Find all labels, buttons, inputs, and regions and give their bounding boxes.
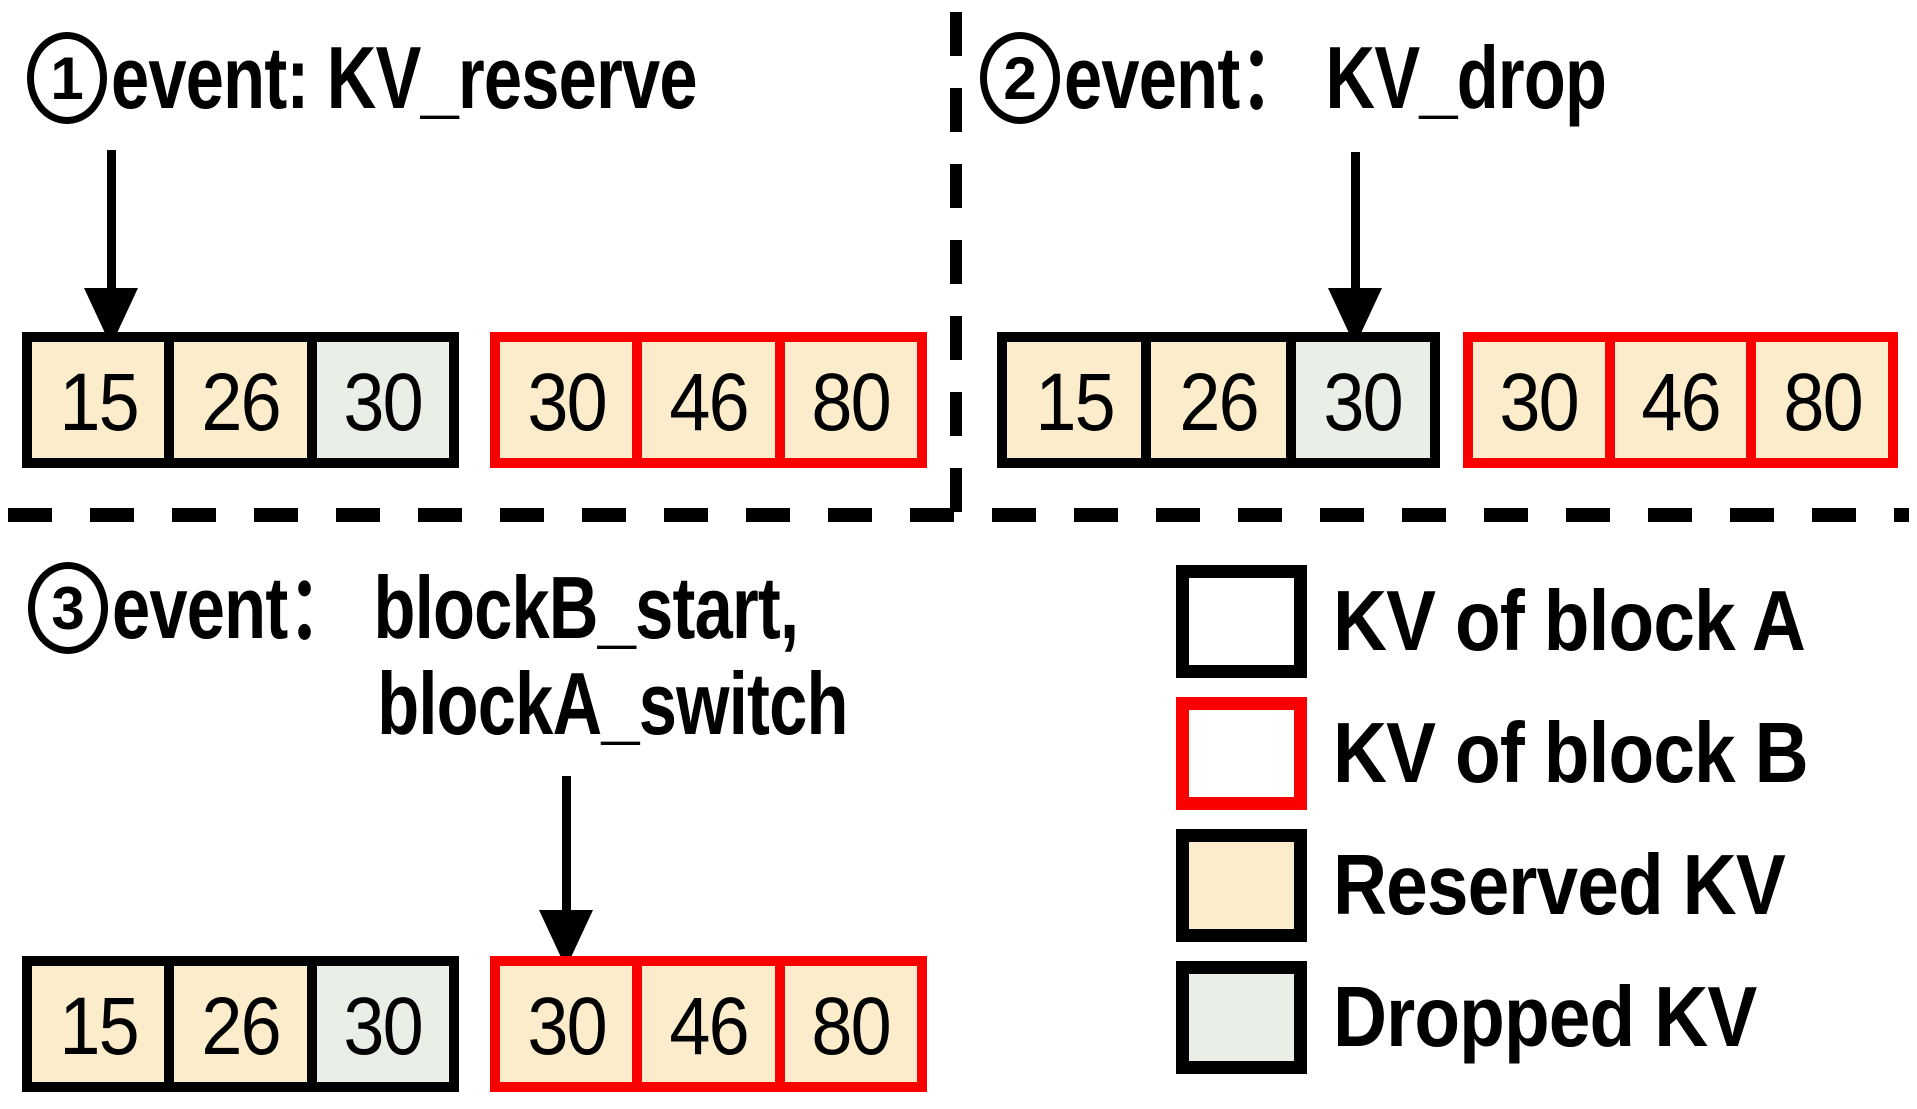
black-outline-swatch xyxy=(1176,565,1307,678)
panel1-title: 1 event: KV_reserve xyxy=(27,30,862,126)
kv-cell: 46 xyxy=(642,966,775,1082)
kv-cell: 30 xyxy=(1473,342,1605,458)
panel2-block-b: 30 46 80 xyxy=(1463,332,1898,468)
panel3-block-a: 15 26 30 xyxy=(22,956,459,1092)
kv-cell: 15 xyxy=(32,342,165,458)
kv-cell-value: 26 xyxy=(201,981,281,1072)
panel2-title-text: event： KV_drop xyxy=(1064,28,1607,127)
kv-cell-value: 30 xyxy=(343,357,424,448)
kv-cell-value: 15 xyxy=(58,981,139,1072)
kv-cell-value: 26 xyxy=(1179,357,1259,448)
panel3-block-b: 30 46 80 xyxy=(490,956,927,1092)
horizontal-dashed-divider xyxy=(8,508,1909,522)
panel1-block-b: 30 46 80 xyxy=(490,332,927,468)
kv-cell: 26 xyxy=(174,342,307,458)
arrow-panel2-kv-drop xyxy=(1328,152,1382,346)
legend-label: KV of block A xyxy=(1333,573,1806,669)
arrow-panel3-blockb-start xyxy=(539,776,593,968)
dropped-kv-swatch xyxy=(1176,961,1307,1074)
panel1-block-a: 15 26 30 xyxy=(22,332,459,468)
kv-cell-value: 46 xyxy=(669,357,749,448)
kv-cell: 46 xyxy=(642,342,775,458)
legend-item-kv-block-b: KV of block B xyxy=(1176,697,1873,810)
kv-cell-value: 80 xyxy=(1782,357,1863,448)
panel3-title: 3 event： blockB_start, blockA_switch xyxy=(28,560,1055,752)
legend-label: KV of block B xyxy=(1333,705,1809,801)
panel3-title-line2: blockA_switch xyxy=(377,654,848,753)
panel3-title-line1: event： blockB_start, xyxy=(112,558,799,657)
red-outline-swatch xyxy=(1176,697,1307,810)
kv-cell: 30 xyxy=(316,966,449,1082)
kv-cell-value: 15 xyxy=(1034,357,1115,448)
vertical-dashed-divider xyxy=(950,12,962,524)
kv-cell-value: 80 xyxy=(811,981,892,1072)
panel2-title: 2 event： KV_drop xyxy=(980,30,1759,126)
arrow-stem xyxy=(561,776,571,910)
panel1-title-text: event: KV_reserve xyxy=(111,28,698,127)
arrow-stem xyxy=(106,150,116,288)
kv-cell-value: 46 xyxy=(1641,357,1721,448)
kv-cell: 26 xyxy=(1151,342,1286,458)
legend-item-reserved-kv: Reserved KV xyxy=(1176,829,1846,942)
arrow-panel1-kv-reserve xyxy=(84,150,138,346)
kv-cell-value: 80 xyxy=(811,357,892,448)
kv-cell-value: 26 xyxy=(201,357,281,448)
kv-cell-value: 30 xyxy=(526,981,607,1072)
kv-cell: 30 xyxy=(316,342,449,458)
kv-cell: 30 xyxy=(500,342,633,458)
kv-cell: 80 xyxy=(784,966,917,1082)
arrow-stem xyxy=(1350,152,1360,288)
kv-cell: 15 xyxy=(32,966,165,1082)
kv-cell-value: 30 xyxy=(1323,357,1404,448)
kv-cell: 46 xyxy=(1614,342,1747,458)
kv-cell: 15 xyxy=(1007,342,1142,458)
legend-label: Reserved KV xyxy=(1333,837,1786,933)
panel3-title-text: event： blockB_start, blockA_switch xyxy=(112,560,848,752)
kv-cell-value: 46 xyxy=(669,981,749,1072)
reserved-kv-swatch xyxy=(1176,829,1307,942)
panel2-block-a: 15 26 30 xyxy=(997,332,1440,468)
kv-cell-value: 15 xyxy=(58,357,139,448)
legend-item-kv-block-a: KV of block A xyxy=(1176,565,1869,678)
kv-cell-value: 30 xyxy=(526,357,607,448)
circled-1-badge: 1 xyxy=(27,32,107,124)
kv-cell: 26 xyxy=(174,966,307,1082)
circled-2-badge: 2 xyxy=(980,32,1060,124)
kv-cell-value: 30 xyxy=(343,981,424,1072)
legend-item-dropped-kv: Dropped KV xyxy=(1176,961,1814,1074)
kv-cell: 30 xyxy=(1295,342,1430,458)
kv-cell: 30 xyxy=(500,966,633,1082)
legend-label: Dropped KV xyxy=(1333,969,1757,1065)
circled-3-badge: 3 xyxy=(28,562,108,654)
kv-cell: 80 xyxy=(784,342,917,458)
kv-cell: 80 xyxy=(1756,342,1889,458)
kv-cell-value: 30 xyxy=(1499,357,1580,448)
